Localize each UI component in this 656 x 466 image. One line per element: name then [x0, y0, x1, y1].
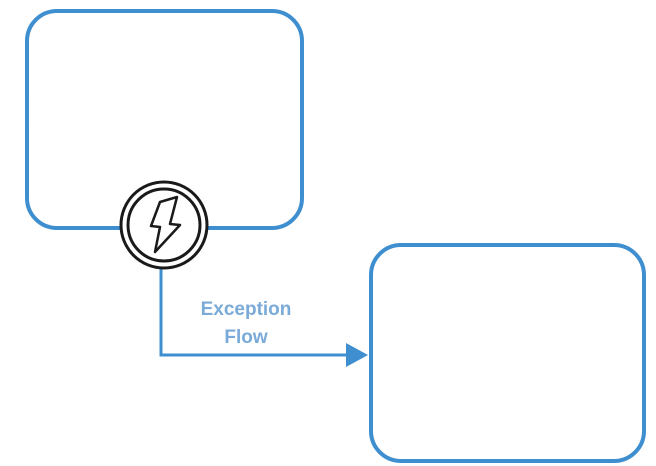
boundary-error-event[interactable]: [119, 180, 209, 270]
exception-flow-label-line1: Exception: [200, 299, 292, 320]
exception-flow-label-line2: Flow: [224, 327, 268, 348]
boundary-event-inner-ring: [126, 187, 202, 263]
exception-flow-label: Exception Flow: [176, 296, 316, 352]
exception-flow[interactable]: [159, 262, 368, 367]
exception-flow-line: [159, 262, 348, 357]
exception-flow-arrowhead: [346, 343, 368, 367]
task-target[interactable]: [369, 243, 646, 463]
lightning-bolt-icon: [149, 195, 182, 254]
